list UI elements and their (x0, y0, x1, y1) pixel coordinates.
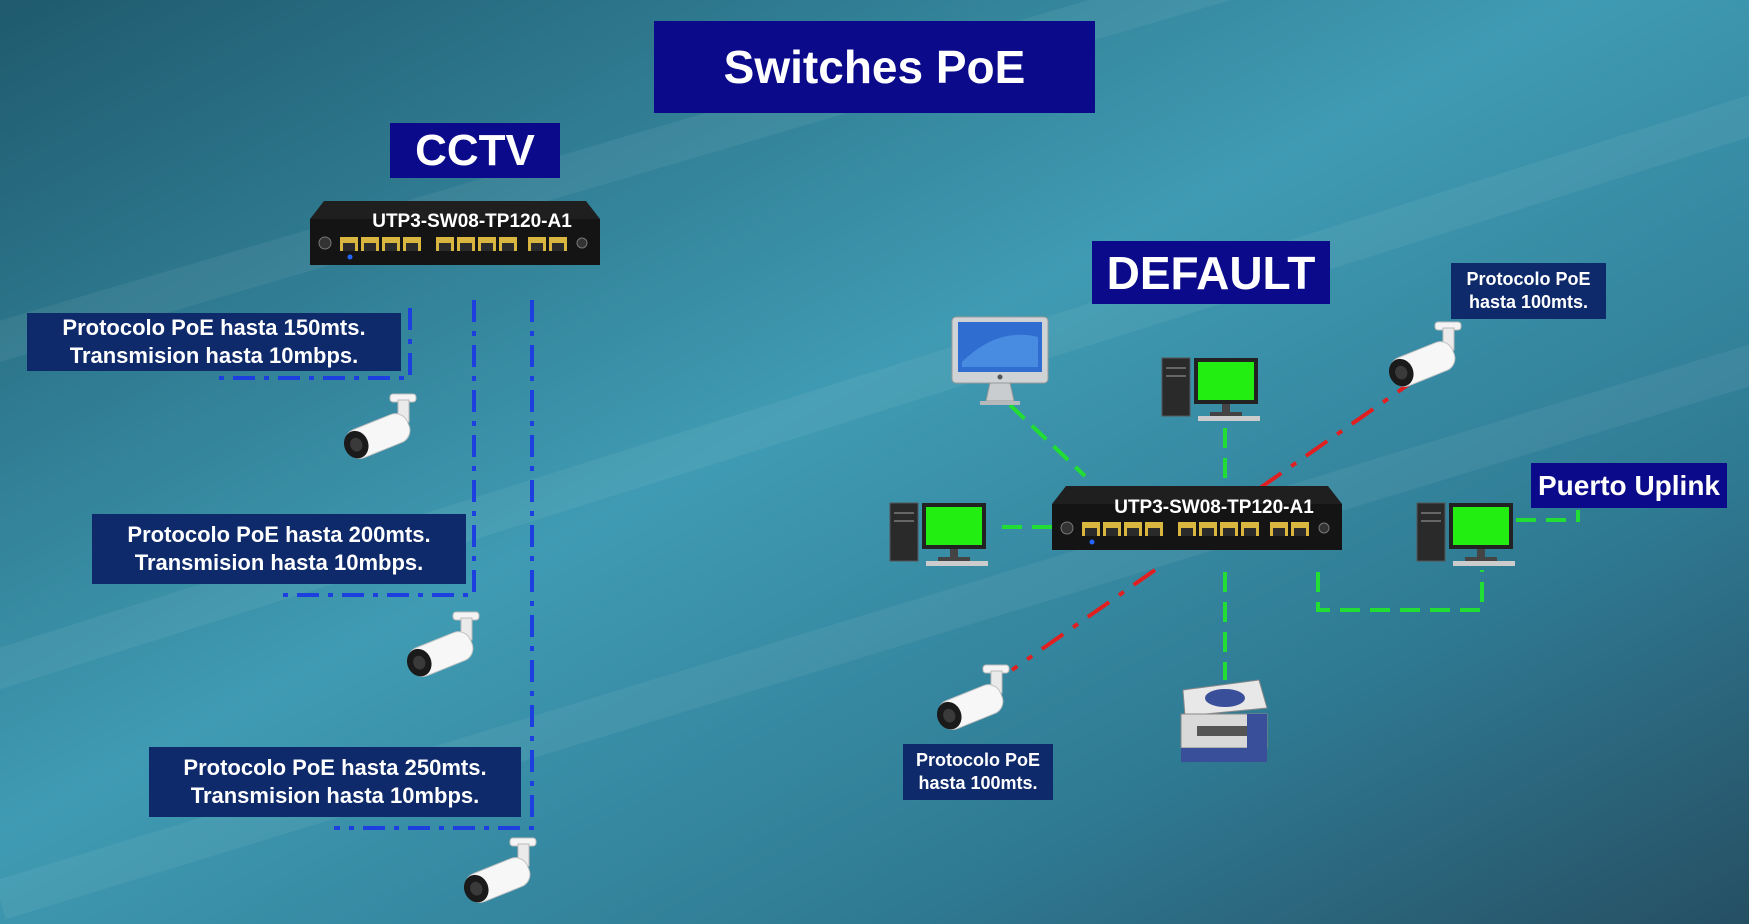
cctv-camera-3-icon (459, 837, 537, 908)
cctv-note-2: Protocolo PoE hasta 200mts. Transmision … (92, 514, 466, 584)
poe-wire-bottom (1010, 568, 1157, 672)
default-camera-note-top-line2: hasta 100mts. (1468, 292, 1589, 312)
cctv-camera-1-icon (339, 393, 417, 464)
cctv-note-1: Protocolo PoE hasta 150mts. Transmision … (27, 313, 401, 371)
cctv-note-1-line2: Transmision hasta 10mbps. (69, 343, 359, 368)
desktop-left-icon (889, 502, 989, 567)
default-camera-note-bottom-line1: Protocolo PoE (915, 749, 1040, 770)
cctv-wire-1 (214, 308, 412, 380)
cctv-note-2-line2: Transmision hasta 10mbps. (134, 550, 424, 575)
lan-wire-imac (1008, 403, 1087, 478)
desktop-top-icon (1161, 357, 1261, 422)
default-camera-note-bottom-line2: hasta 100mts. (918, 773, 1038, 793)
default-camera-note-top: Protocolo PoE hasta 100mts. (1451, 263, 1606, 319)
page-title: Switches PoE (654, 21, 1095, 113)
cctv-note-3-line1: Protocolo PoE hasta 250mts. (183, 754, 487, 780)
uplink-label-text: Puerto Uplink (1537, 469, 1720, 501)
default-heading: DEFAULT (1092, 241, 1330, 304)
lan-wire-pc-right (1316, 570, 1484, 612)
printer-icon (1180, 679, 1268, 762)
default-camera-top-icon (1384, 321, 1462, 392)
cctv-camera-2-icon (402, 611, 480, 682)
cctv-note-2-line1: Protocolo PoE hasta 200mts. (127, 521, 431, 547)
cctv-heading-text: CCTV (415, 125, 535, 175)
poe-wire-top (1258, 380, 1414, 490)
uplink-wire (1516, 510, 1580, 522)
cctv-note-1-line1: Protocolo PoE hasta 150mts. (62, 314, 366, 340)
default-camera-bottom-icon (932, 664, 1010, 735)
cctv-wire-3 (334, 300, 534, 830)
default-camera-note-bottom: Protocolo PoE hasta 100mts. (903, 744, 1053, 800)
default-heading-text: DEFAULT (1106, 246, 1316, 299)
cctv-note-3: Protocolo PoE hasta 250mts. Transmision … (149, 747, 521, 817)
cctv-switch-label: UTP3-SW08-TP120-A1 (372, 211, 572, 232)
uplink-label: Puerto Uplink (1531, 463, 1727, 508)
default-switch-label: UTP3-SW08-TP120-A1 (1114, 497, 1314, 518)
default-camera-note-top-line1: Protocolo PoE (1466, 268, 1591, 289)
cctv-heading: CCTV (390, 123, 560, 178)
imac-icon (951, 316, 1049, 405)
cctv-wire-2 (280, 300, 476, 597)
page-title-text: Switches PoE (723, 41, 1026, 93)
cctv-note-3-line2: Transmision hasta 10mbps. (190, 783, 480, 808)
desktop-right-icon (1416, 502, 1516, 567)
